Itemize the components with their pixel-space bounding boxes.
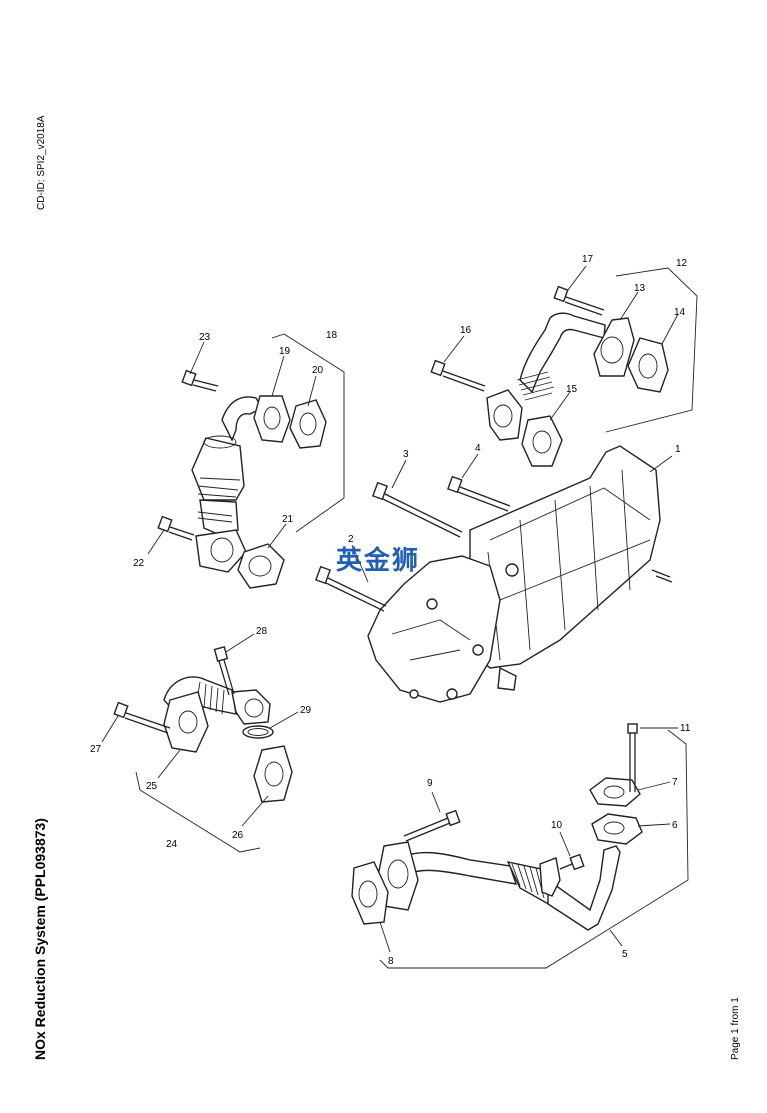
- callout-16: 16: [460, 325, 472, 336]
- bolt-27: [113, 701, 171, 734]
- egr-cooler-1: [367, 445, 673, 703]
- callout-9: 9: [427, 778, 433, 789]
- callout-18: 18: [326, 330, 338, 341]
- callout-23: 23: [199, 332, 211, 343]
- gasket-20: [289, 399, 327, 449]
- gasket-26: [253, 745, 293, 803]
- callout-4: 4: [475, 443, 481, 454]
- gasket-21: [237, 543, 285, 589]
- callout-10: 10: [551, 820, 563, 831]
- callout-3: 3: [403, 449, 409, 460]
- bolt-11: [627, 723, 638, 792]
- egr-pipe-5: [377, 841, 621, 931]
- bolt-9: [403, 809, 461, 842]
- leader-lines: [101, 265, 679, 953]
- callout-19: 19: [279, 346, 291, 357]
- callout-24: 24: [166, 839, 178, 850]
- flange-6: [591, 813, 643, 845]
- bolt-3: [372, 481, 463, 538]
- callout-21: 21: [282, 514, 294, 525]
- callout-25: 25: [146, 781, 158, 792]
- bolt-4: [447, 475, 511, 512]
- bolt-23: [181, 369, 219, 392]
- callout-26: 26: [232, 830, 244, 841]
- callout-2: 2: [348, 534, 354, 545]
- bolt-16: [430, 359, 486, 392]
- gasket-7: [589, 777, 641, 807]
- gasket-8: [351, 861, 389, 925]
- callout-20: 20: [312, 365, 324, 376]
- egr-pipe-13: [486, 312, 635, 441]
- group-bracket-5: [379, 729, 689, 969]
- seal-29: [242, 725, 274, 739]
- callout-5: 5: [622, 949, 628, 960]
- callout-6: 6: [672, 820, 678, 831]
- egr-pipe-19: [191, 395, 291, 573]
- bolt-10: [559, 853, 585, 871]
- callout-28: 28: [256, 626, 268, 637]
- callout-8: 8: [388, 956, 394, 967]
- bolt-17: [553, 285, 605, 316]
- callout-labels: 1 2 3 4 5 6 7 8 9 10 11 12 13 14 15 16 1…: [90, 254, 691, 967]
- callout-13: 13: [634, 283, 646, 294]
- callout-7: 7: [672, 777, 678, 788]
- egr-pipe-25: [163, 676, 271, 753]
- callout-22: 22: [133, 558, 145, 569]
- bolt-28: [213, 646, 235, 696]
- callout-1: 1: [675, 444, 681, 455]
- callout-11: 11: [680, 723, 691, 734]
- gasket-15: [521, 415, 563, 467]
- bolt-2: [315, 565, 387, 612]
- callout-12: 12: [676, 258, 688, 269]
- bolt-22: [157, 515, 195, 541]
- group-bracket-12: [605, 267, 698, 433]
- callout-27: 27: [90, 744, 102, 755]
- group-bracket-24: [135, 771, 261, 853]
- group-bracket-18: [271, 333, 345, 533]
- callout-29: 29: [300, 705, 312, 716]
- watermark-logo: 英金狮: [336, 546, 421, 576]
- callout-15: 15: [566, 384, 578, 395]
- callout-14: 14: [674, 307, 686, 318]
- gasket-14: [627, 337, 669, 393]
- callout-17: 17: [582, 254, 594, 265]
